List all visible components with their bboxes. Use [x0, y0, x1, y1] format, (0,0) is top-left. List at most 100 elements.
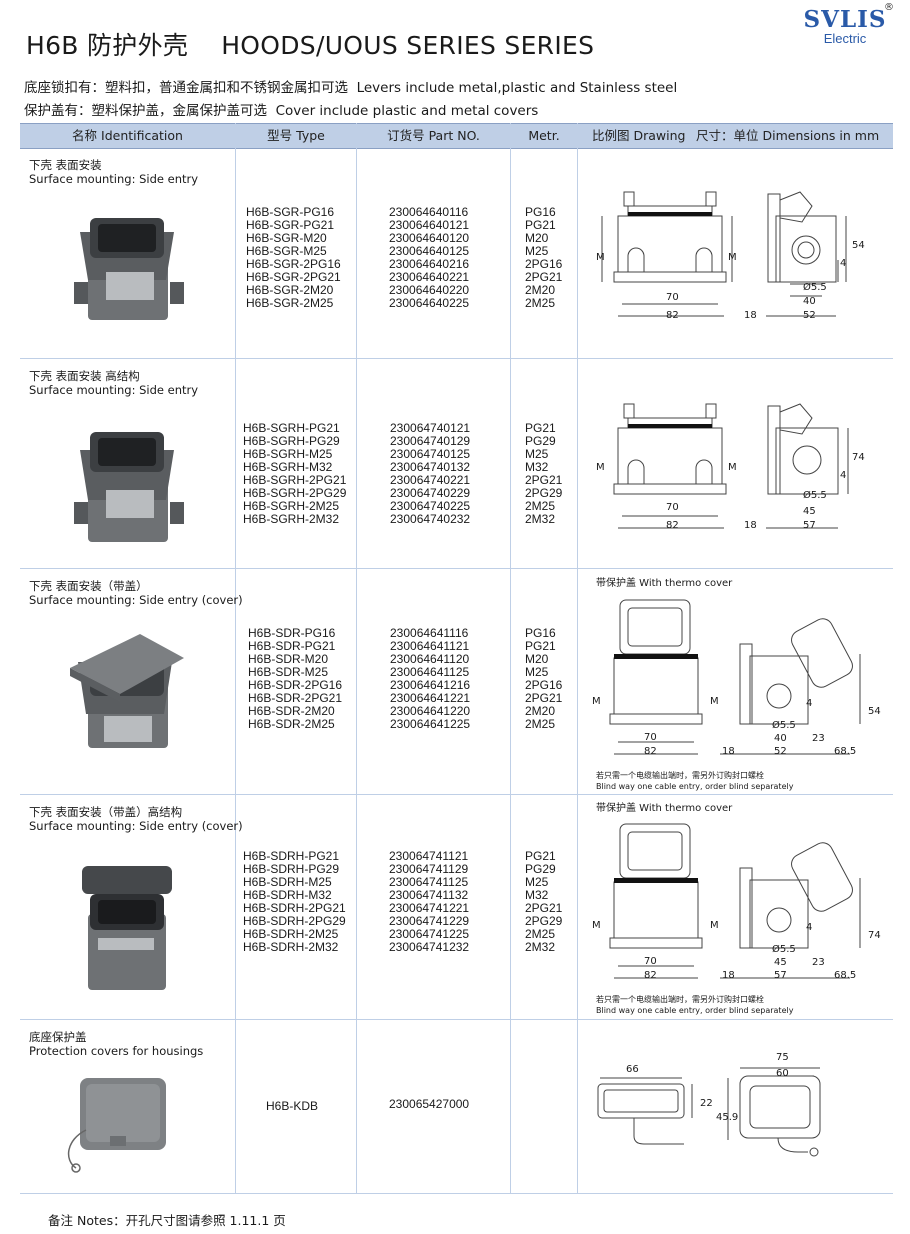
part-item: 230064741221	[389, 901, 470, 915]
type-item: H6B-SDRH-2M32	[243, 940, 339, 954]
grid-vline	[235, 123, 236, 1194]
metr-item: M32	[525, 460, 549, 474]
type-item: H6B-SGR-2M20	[246, 283, 334, 297]
part-item: 230064740129	[390, 434, 471, 448]
type-item: H6B-SGRH-PG21	[243, 421, 340, 435]
table-header: 名称 Identification 型号 Type 订货号 Part NO. M…	[20, 123, 893, 149]
part-item: 230064641221	[390, 691, 471, 705]
part-item: 230065427000	[389, 1097, 470, 1111]
col-drawing: 比例图 Drawing	[592, 128, 686, 143]
metr-item: M20	[525, 652, 549, 666]
part-item: 230064741229	[389, 914, 470, 928]
dim-label: 23	[812, 957, 825, 968]
drawing-sgrh	[613, 403, 849, 529]
metr-item: M25	[525, 875, 549, 889]
metr-item: PG21	[525, 639, 556, 653]
type-item: H6B-SGR-2PG16	[246, 257, 341, 271]
part-item: 230064641116	[390, 626, 469, 640]
type-item: H6B-SGRH-M32	[243, 460, 333, 474]
product-photo-sdr	[70, 634, 184, 748]
dim-label: 82	[666, 310, 679, 321]
dim-label: M	[728, 252, 737, 263]
part-item: 230064641225	[390, 717, 471, 731]
dim-label: 74	[868, 930, 881, 941]
type-item: H6B-SDR-PG21	[248, 639, 336, 653]
dim-label: Ø5.5	[772, 944, 796, 955]
dim-label: 18	[744, 310, 757, 321]
part-item: 230064640125	[389, 244, 470, 258]
brand-logo: SVLIS Electric ®	[800, 2, 895, 45]
part-item: 230064640216	[389, 257, 470, 271]
footer-note: 备注 Notes：开孔尺寸图请参照 1.11.1 页	[48, 1213, 286, 1228]
section-name-cn: 下壳 表面安装（带盖）高结构	[29, 805, 183, 819]
type-item: H6B-SDR-2PG21	[248, 691, 343, 705]
type-item: H6B-SDRH-PG29	[243, 862, 340, 876]
drawing-kdb	[597, 1067, 821, 1157]
dim-label: Ø5.5	[803, 490, 827, 501]
dim-label: 40	[774, 733, 787, 744]
type-item: H6B-SGR-PG21	[246, 218, 335, 232]
dim-label: 45	[803, 506, 816, 517]
grid-hline	[20, 794, 893, 795]
type-list: H6B-KDB	[266, 1100, 318, 1113]
dim-label: 40	[803, 296, 816, 307]
part-list: 230065427000	[389, 1098, 469, 1111]
dim-label: Ø5.5	[803, 282, 827, 293]
dim-label: 70	[666, 292, 679, 303]
metr-item: 2M32	[525, 512, 556, 526]
section-name-cn: 底座保护盖	[29, 1030, 87, 1044]
product-photo-sgrh	[74, 432, 184, 542]
part-item: 230064741232	[389, 940, 470, 954]
registered-mark: ®	[884, 2, 894, 13]
grid-hline	[20, 1019, 893, 1020]
metr-item: M25	[525, 447, 549, 461]
type-item: H6B-SGRH-PG29	[243, 434, 340, 448]
col-identification: 名称 Identification	[72, 128, 183, 143]
drawing-caption: 带保护盖 With thermo cover	[596, 803, 733, 814]
part-item: 230064641125	[390, 665, 470, 679]
part-item: 230064740132	[390, 460, 471, 474]
dim-label: M	[728, 462, 737, 473]
dim-label: 45.9	[716, 1112, 739, 1123]
section-name-en: Surface mounting: Side entry	[29, 383, 199, 397]
product-photo-sgr	[74, 218, 184, 320]
type-item: H6B-SGR-M25	[246, 244, 327, 258]
metr-item: 2M20	[525, 283, 556, 297]
metr-item: 2PG21	[525, 691, 563, 705]
dim-label: M	[710, 696, 719, 707]
dim-label: 52	[803, 310, 816, 321]
dim-label: 4	[806, 698, 813, 709]
type-item: H6B-SDRH-2PG29	[243, 914, 346, 928]
type-item: H6B-SGRH-M25	[243, 447, 333, 461]
type-item: H6B-SDRH-PG21	[243, 849, 340, 863]
dim-label: 68.5	[834, 746, 857, 757]
col-type: 型号 Type	[267, 128, 325, 143]
dim-label: 52	[774, 746, 787, 757]
metr-item: PG21	[525, 849, 556, 863]
dim-label: M	[592, 920, 601, 931]
dim-label: 57	[803, 520, 816, 531]
dim-label: 82	[644, 746, 657, 757]
grid-vline	[510, 123, 511, 1194]
type-item: H6B-SDRH-2M25	[243, 927, 339, 941]
product-photo-sdrh	[82, 866, 172, 990]
part-item: 230064641216	[390, 678, 471, 692]
dim-label: 4	[806, 922, 813, 933]
type-item: H6B-SDRH-M32	[243, 888, 332, 902]
col-dimensions: 尺寸：单位 Dimensions in mm	[696, 128, 880, 143]
grid-vline	[356, 123, 357, 1194]
description-levers: 底座锁扣有：塑料扣，普通金属扣和不锈钢金属扣可选 Levers include …	[24, 80, 678, 96]
metr-item: PG16	[525, 626, 556, 640]
dim-label: 75	[776, 1052, 789, 1063]
type-item: H6B-SDRH-M25	[243, 875, 332, 889]
type-item: H6B-SGRH-2M32	[243, 512, 340, 526]
logo-main-text: SVLIS	[803, 6, 887, 33]
dim-label: 18	[744, 520, 757, 531]
metr-item: 2PG29	[525, 914, 563, 928]
